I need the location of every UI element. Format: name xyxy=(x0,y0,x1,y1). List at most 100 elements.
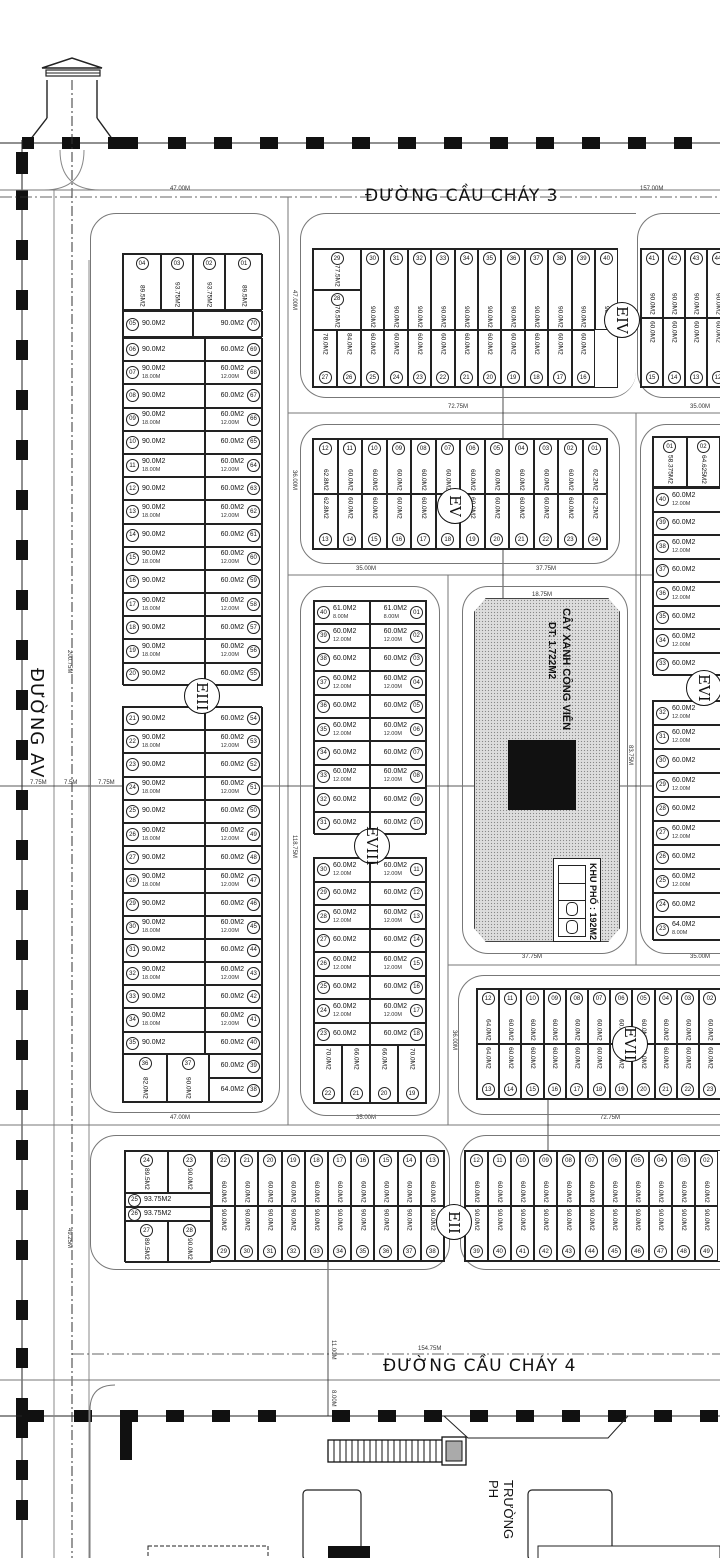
lot[interactable]: 3260.0M2 xyxy=(314,788,370,812)
lot[interactable]: 6360.0M2 xyxy=(205,477,263,501)
lot[interactable]: 3460.0M212.00M xyxy=(653,629,720,653)
lot[interactable]: 0590.0M2 xyxy=(123,311,193,337)
lot[interactable]: 3160.0M2 xyxy=(314,811,370,835)
lot[interactable]: 3660.0M212.00M xyxy=(653,582,720,606)
lot[interactable]: 0360.0M2 xyxy=(533,439,558,494)
lot[interactable]: 1190.0M218.00M xyxy=(123,453,205,478)
lot[interactable]: 2789.5M2 xyxy=(125,1221,168,1263)
lot[interactable]: 1160.0M2 xyxy=(499,989,522,1044)
lot[interactable]: 66.0M221 xyxy=(342,1045,370,1103)
lot[interactable]: 6160.0M2 xyxy=(205,523,263,547)
lot[interactable]: 60.0M221 xyxy=(654,1044,677,1099)
lot[interactable]: 3660.0M2 xyxy=(314,694,370,718)
lot[interactable]: 0690.0M2 xyxy=(123,338,205,362)
lot[interactable]: 3760.0M212.00M xyxy=(314,671,370,695)
lot[interactable]: 60.0M218 xyxy=(587,1044,611,1099)
lot[interactable]: 1264.0M2 xyxy=(477,989,500,1044)
lot[interactable]: 3990.0M2 xyxy=(571,249,595,331)
lot[interactable]: 0460.0M212.00M xyxy=(370,671,426,695)
lot[interactable]: 2876.5M2 xyxy=(313,289,361,331)
lot[interactable]: 3290.0M218.00M xyxy=(123,962,205,986)
lot[interactable]: 3490.0M218.00M xyxy=(123,1008,205,1032)
lot[interactable]: 3790.0M2 xyxy=(524,249,549,331)
lot[interactable]: 2290.0M218.00M xyxy=(123,730,205,754)
lot[interactable]: 2460.0M2 xyxy=(653,893,720,917)
lot[interactable]: 3060.0M2 xyxy=(653,749,720,773)
lot[interactable]: 2960.0M212.00M xyxy=(653,773,720,797)
lot[interactable]: 1390.0M218.00M xyxy=(123,500,205,524)
lot[interactable]: 6760.0M2 xyxy=(205,384,263,408)
lot[interactable]: 0460.0M2 xyxy=(649,1151,672,1206)
lot[interactable]: 60.0M214 xyxy=(663,318,685,387)
lot[interactable]: 0158.375M2 xyxy=(653,437,687,487)
lot[interactable]: 0990.0M218.00M xyxy=(123,407,205,431)
lot[interactable]: 64.0M213 xyxy=(477,1044,500,1099)
lot[interactable]: 90.0M244 xyxy=(580,1206,603,1261)
lot[interactable]: 60.0M215 xyxy=(641,318,663,387)
lot[interactable]: 60.0M218 xyxy=(524,330,549,387)
lot[interactable]: 1260.0M2 xyxy=(370,881,426,905)
lot[interactable]: 0560.0M2 xyxy=(370,694,426,718)
lot[interactable]: 60.0M223 xyxy=(698,1044,720,1099)
lot[interactable]: 4490.0M2 xyxy=(707,249,720,318)
lot[interactable]: 4860.0M2 xyxy=(205,846,263,870)
lot[interactable]: 3290.0M2 xyxy=(407,249,432,331)
lot[interactable]: 2260.0M2 xyxy=(212,1151,236,1206)
lot[interactable]: 3360.0M2 xyxy=(653,652,720,676)
lot[interactable]: 60.0M212 xyxy=(707,318,720,387)
lot[interactable]: 3460.0M2 xyxy=(314,741,370,765)
lot[interactable]: 1660.0M2 xyxy=(351,1151,375,1206)
lot[interactable]: 3682.0M2 xyxy=(123,1054,167,1102)
lot[interactable]: 3690.0M2 xyxy=(501,249,525,331)
lot[interactable]: 60.0M220 xyxy=(477,330,502,387)
lot[interactable]: 90.0M246 xyxy=(626,1206,649,1261)
lot[interactable]: 60.0M222 xyxy=(533,494,558,549)
lot[interactable]: 3190.0M2 xyxy=(123,938,205,963)
lot[interactable]: 2960.0M2 xyxy=(314,881,370,905)
lot[interactable]: 4190.0M2 xyxy=(641,249,663,318)
lot[interactable]: 2690.0M218.00M xyxy=(123,822,205,847)
lot[interactable]: 1160.0M2 xyxy=(337,439,362,494)
lot[interactable]: 0860.0M2 xyxy=(411,439,436,494)
lot[interactable]: 1860.0M2 xyxy=(370,1022,426,1046)
lot[interactable]: 4060.0M212.00M xyxy=(653,488,720,512)
lot[interactable]: 1560.0M212.00M xyxy=(370,952,426,976)
lot[interactable]: 2590.0M2 xyxy=(123,799,205,823)
lot[interactable]: 1160.0M212.00M xyxy=(370,858,426,882)
lot[interactable]: 90.0M236 xyxy=(374,1206,398,1261)
lot[interactable]: 90.0M237 xyxy=(397,1206,421,1261)
lot[interactable]: 0162.2M2 xyxy=(582,439,607,494)
lot[interactable]: 0560.0M2 xyxy=(626,1151,649,1206)
lot[interactable]: 0760.0M2 xyxy=(580,1151,603,1206)
lot[interactable]: 3390.0M2 xyxy=(431,249,455,331)
lot[interactable]: 3090.0M218.00M xyxy=(123,915,205,939)
lot[interactable]: 1460.0M2 xyxy=(397,1151,421,1206)
lot[interactable]: 0960.0M2 xyxy=(534,1151,557,1206)
lot[interactable]: 2977.5M2 xyxy=(313,249,361,290)
lot[interactable]: 0360.0M2 xyxy=(672,1151,695,1206)
lot[interactable]: 4290.0M2 xyxy=(663,249,685,318)
lot[interactable]: 1960.0M2 xyxy=(281,1151,305,1206)
lot[interactable]: 1090.0M2 xyxy=(123,430,205,454)
lot[interactable]: 6560.0M2 xyxy=(205,430,263,454)
lot[interactable]: 60.0M219 xyxy=(501,330,525,387)
lot[interactable]: 0660.0M2 xyxy=(460,439,485,494)
lot[interactable]: 2760.0M2 xyxy=(314,928,370,952)
lot[interactable]: 2390.0M2 xyxy=(168,1151,211,1193)
lot[interactable]: 90.0M235 xyxy=(351,1206,375,1261)
lot[interactable]: 0860.0M2 xyxy=(557,1151,580,1206)
lot[interactable]: 60.0M214 xyxy=(337,494,362,549)
lot[interactable]: 60.0M215 xyxy=(362,494,387,549)
lot[interactable]: 3390.0M2 xyxy=(123,985,205,1009)
lot[interactable]: 0760.0M2 xyxy=(587,989,611,1044)
lot[interactable]: 4360.0M212.00M xyxy=(205,962,263,986)
lot[interactable]: 5960.0M2 xyxy=(205,569,263,594)
lot[interactable]: 2360.0M2 xyxy=(314,1022,370,1046)
lot[interactable]: 0890.0M2 xyxy=(123,384,205,408)
lot[interactable]: 1860.0M2 xyxy=(304,1151,328,1206)
lot[interactable]: 90.0M243 xyxy=(557,1206,580,1261)
lot[interactable]: 6260.0M212.00M xyxy=(205,500,263,524)
lot[interactable]: 2593.75M2 xyxy=(125,1193,211,1207)
lot[interactable]: 5860.0M212.00M xyxy=(205,593,263,617)
lot[interactable]: 5260.0M2 xyxy=(205,753,263,777)
